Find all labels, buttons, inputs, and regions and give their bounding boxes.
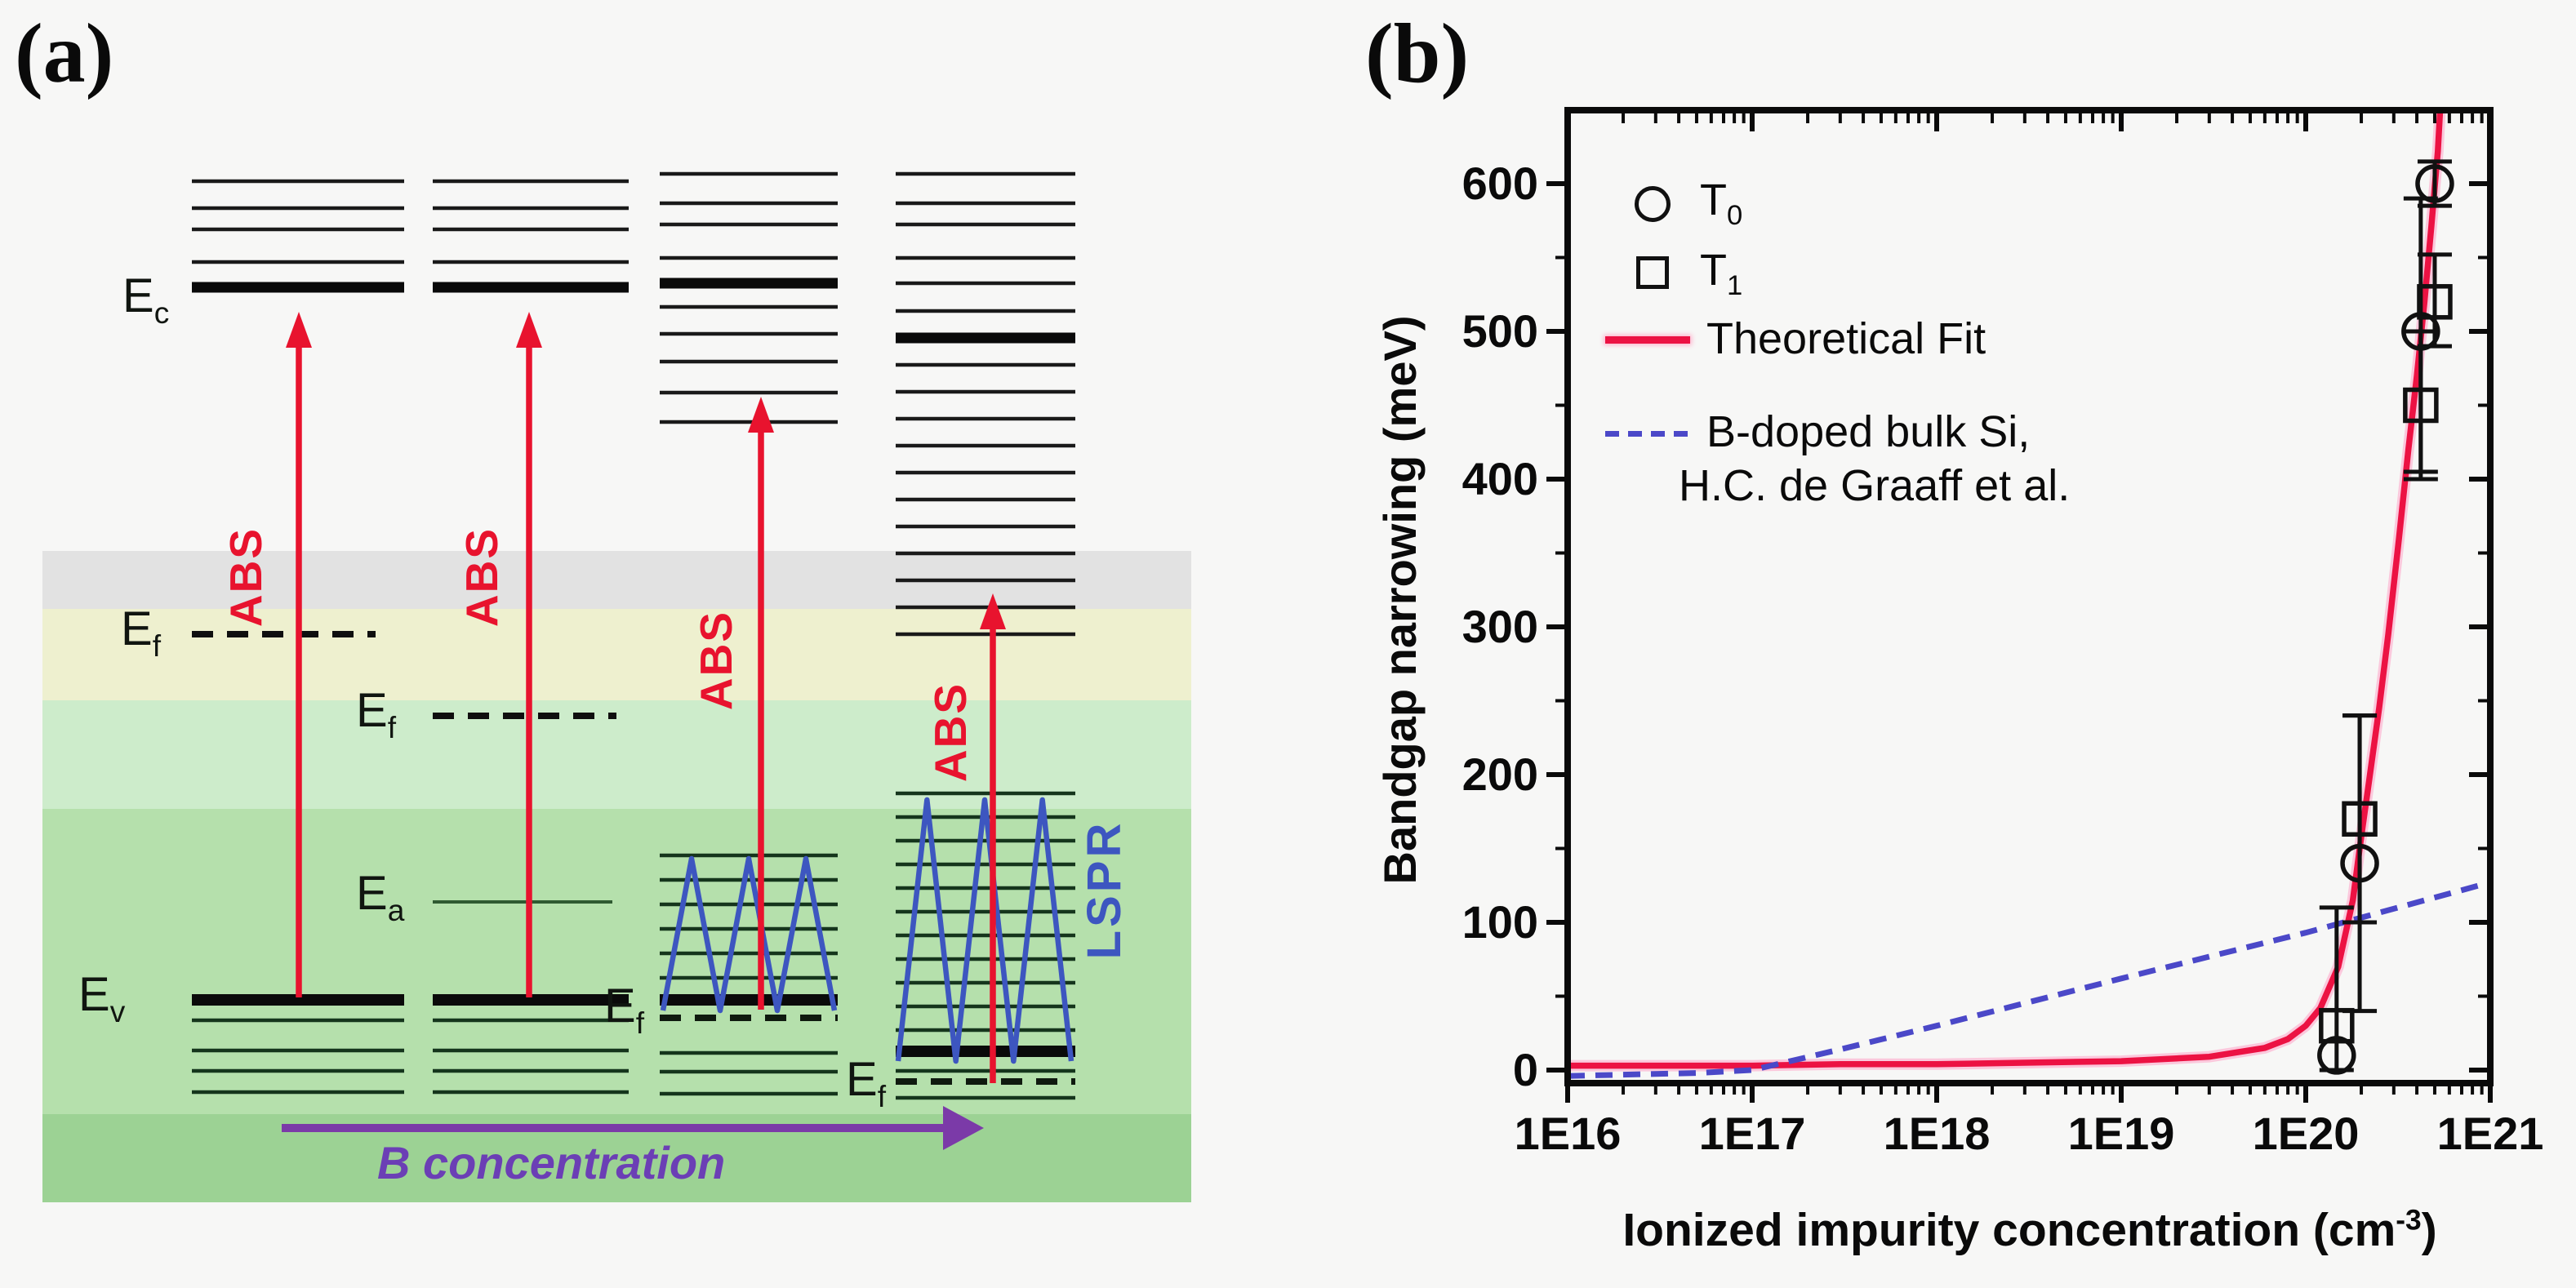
legend-square-marker <box>1636 256 1669 289</box>
abs-arrow-head <box>516 312 542 348</box>
y-tick-label: 300 <box>1462 601 1538 652</box>
ef-label-3: Ef <box>604 979 644 1041</box>
data-point-square-t1 <box>2319 1007 2355 1044</box>
degraaff-dashed-curve <box>1567 879 2491 1079</box>
y-axis-title: Bandgap narrowing (meV) <box>1374 315 1426 885</box>
abs-label-1: ABS <box>220 526 271 628</box>
legend-label-fit: Theoretical Fit <box>1706 314 1987 363</box>
x-tick-label: 1E20 <box>2253 1108 2360 1159</box>
legend-dashed-line <box>1605 431 1690 437</box>
fit-curve-halo <box>1568 109 2446 1072</box>
data-point-circle-t0 <box>2317 1036 2356 1075</box>
data-point-square-t1 <box>2403 387 2439 424</box>
y-tick-label: 600 <box>1462 158 1538 209</box>
fit-curve <box>1568 109 2444 1069</box>
background-band-lightgreen <box>42 700 1191 809</box>
lspr-label: LSPR <box>1077 819 1131 960</box>
x-tick-label: 1E18 <box>1884 1108 1991 1159</box>
legend-circle-marker <box>1635 186 1671 222</box>
ec-label: Ec <box>122 269 170 331</box>
legend-label-t1: T1 <box>1700 246 1743 302</box>
y-tick-label: 100 <box>1462 896 1538 948</box>
background-band-green <box>42 809 1191 1114</box>
background-band-gray <box>42 551 1191 609</box>
abs-label-4: ABS <box>925 682 976 783</box>
x-tick-label: 1E16 <box>1515 1108 1622 1159</box>
data-point-circle-t0 <box>2340 843 2379 883</box>
data-point-square-t1 <box>2417 284 2453 320</box>
x-tick-label: 1E17 <box>1699 1108 1806 1159</box>
ef-label-4: Ef <box>846 1053 886 1114</box>
legend-label-ref-2: H.C. de Graaff et al. <box>1679 461 2071 510</box>
x-tick-label: 1E19 <box>2068 1108 2175 1159</box>
legend-fit-line <box>1605 336 1690 344</box>
panel-b-label: (b) <box>1365 7 1470 100</box>
data-point-circle-t0 <box>2415 164 2454 203</box>
abs-label-2: ABS <box>456 526 507 628</box>
abs-arrow-head <box>286 312 312 348</box>
data-point-circle-t0 <box>2401 312 2440 351</box>
ev-label: Ev <box>78 968 126 1029</box>
y-tick-label: 500 <box>1462 305 1538 357</box>
y-tick-label: 200 <box>1462 748 1538 800</box>
abs-label-3: ABS <box>691 610 741 711</box>
legend-label-t0: T0 <box>1700 175 1743 232</box>
legend-label-ref-1: B-doped bulk Si, <box>1706 407 2031 456</box>
b-concentration-label: B concentration <box>377 1137 726 1188</box>
panel-a-label: (a) <box>15 7 114 100</box>
ef-label-1: Ef <box>121 602 161 664</box>
y-tick-label: 0 <box>1513 1044 1538 1095</box>
background-band-yellow <box>42 609 1191 700</box>
x-axis-title: Ionized impurity concentration (cm-3) <box>1622 1204 2437 1256</box>
data-point-square-t1 <box>2342 801 2378 837</box>
abs-arrow-head <box>748 397 774 433</box>
ef-label-2: Ef <box>356 684 396 745</box>
y-tick-label: 400 <box>1462 453 1538 504</box>
x-tick-label: 1E21 <box>2437 1108 2544 1159</box>
ea-label: Ea <box>356 867 405 928</box>
